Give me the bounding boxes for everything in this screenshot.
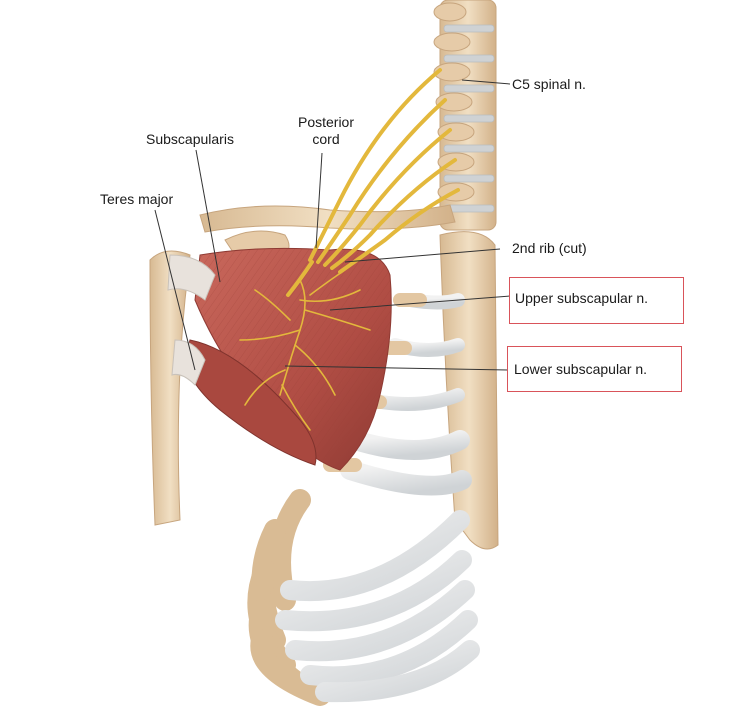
leader-rib2 <box>344 248 501 263</box>
highlight-box-upper-subscapular <box>509 277 684 324</box>
label-c5-spinal-n: C5 spinal n. <box>512 76 586 92</box>
label-posterior-cord: Posterior cord <box>288 114 364 148</box>
leader-lower-subscapular <box>284 365 509 371</box>
label-lower-subscapular-n: Lower subscapular n. <box>514 361 648 377</box>
label-subscapularis: Subscapularis <box>146 131 234 147</box>
leader-posterior-cord <box>315 152 323 249</box>
leader-subscapularis <box>195 149 221 283</box>
leader-c5 <box>461 79 511 85</box>
label-2nd-rib-cut: 2nd rib (cut) <box>512 240 587 256</box>
leader-lines <box>154 79 511 371</box>
label-posterior-cord-line1: Posterior <box>297 114 355 130</box>
tendon <box>171 339 206 386</box>
teres-major-muscle <box>184 339 317 466</box>
highlight-box-lower-subscapular <box>507 346 682 392</box>
brachial-plexus <box>239 68 460 431</box>
sternum <box>439 231 499 550</box>
leader-upper-subscapular <box>329 295 511 311</box>
humerus <box>149 250 191 526</box>
leader-teres-major <box>154 209 196 371</box>
label-teres-major: Teres major <box>100 191 174 207</box>
label-upper-subscapular-n: Upper subscapular n. <box>515 290 649 306</box>
label-posterior-cord-line2: cord <box>312 131 340 147</box>
vertebral-column <box>433 0 497 231</box>
